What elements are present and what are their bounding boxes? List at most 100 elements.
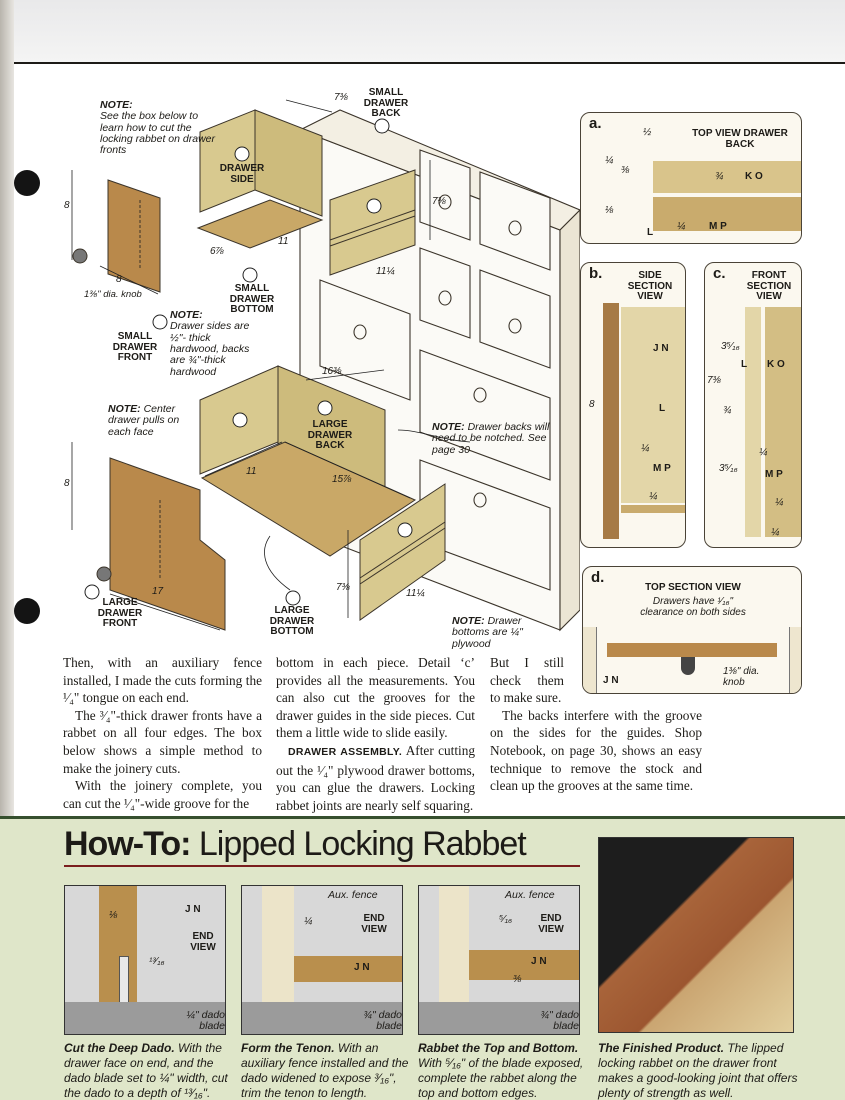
small-drawer-front-label: SMALL DRAWER FRONT	[112, 331, 158, 363]
dado-blade-label: ¾" dado blade	[363, 1009, 402, 1033]
callout-label: L	[647, 227, 654, 238]
dimension: ¼	[775, 497, 784, 508]
how-to-heading: Lipped Locking Rabbet	[190, 825, 527, 863]
dimension: 17	[152, 586, 164, 597]
clearance-note: Drawers have ¹⁄₁₆" clearance on both sid…	[640, 596, 746, 618]
detail-title: FRONT SECTION VIEW	[746, 270, 792, 302]
dimension: ¹³⁄₁₆	[149, 956, 165, 967]
dimension: ¼	[641, 443, 650, 454]
paragraph-text: After cutting out the ¹⁄₄" plywood drawe…	[276, 742, 476, 813]
knob-label: 1⅜" dia. knob	[723, 666, 760, 688]
note-text: Drawer bottoms are ¼" plywood	[452, 615, 523, 650]
note-text: See the box below to learn how to cut th…	[100, 110, 215, 157]
note-text: Center drawer pulls on each face	[108, 403, 180, 438]
callout-label: J N	[653, 343, 669, 354]
drawer-side-label: DRAWER SIDE	[219, 163, 265, 185]
title-rule	[64, 865, 580, 867]
knob-shape	[681, 657, 695, 675]
dimension: ⅜	[621, 165, 630, 176]
small-drawer-back-label: SMALL DRAWER BACK	[363, 87, 409, 119]
step-3-caption: Rabbet the Top and Bottom. With ⁵⁄₁₆" of…	[418, 1041, 588, 1100]
how-to-prefix: How-To:	[64, 825, 191, 863]
callout-label: J N	[531, 956, 547, 967]
note-text: Drawer sides are ½"- thick hardwood, bac…	[170, 320, 250, 378]
callout-label: J N	[185, 904, 201, 915]
dado-blade-label: ¼" dado blade	[186, 1009, 225, 1033]
aux-fence-label: Aux. fence	[505, 889, 555, 901]
note-head: NOTE:	[170, 309, 203, 321]
sides-note: NOTE:Drawer sides are ½"- thick hardwood…	[170, 309, 250, 378]
step-1-illustration: ⅛ END VIEW ¹³⁄₁₆ ¼" dado blade J N	[64, 885, 226, 1035]
paragraph: The ³⁄₄"-thick drawer fronts have a rabb…	[63, 707, 262, 776]
dimension: 3⁵⁄₁₆	[719, 463, 738, 474]
how-to-title: How-To: Lipped Locking Rabbet	[64, 825, 527, 864]
dimension: ¼	[304, 916, 313, 927]
backs-note: NOTE: Drawer backs will need to be notch…	[432, 421, 562, 456]
drawer-side-section	[621, 307, 685, 503]
aux-fence-label: Aux. fence	[328, 889, 378, 901]
knob-label: 1⅜" dia. knob	[84, 289, 142, 300]
detail-c-front-section: c. FRONT SECTION VIEW 3⁵⁄₁₆ 7⅜ ¾ ¼ 3⁵⁄₁₆…	[704, 262, 802, 548]
callout-label: M P	[709, 221, 727, 232]
callout-label: J N	[354, 962, 370, 973]
note-head: NOTE:	[452, 615, 485, 627]
dimension: ¾	[715, 171, 724, 182]
note-head: NOTE:	[100, 99, 133, 111]
note-head: NOTE:	[432, 421, 465, 433]
dimension: ¼	[759, 447, 768, 458]
scan-top-edge	[0, 0, 845, 64]
step-head: Cut the Deep Dado.	[64, 1041, 175, 1055]
step-head: Form the Tenon.	[241, 1041, 335, 1055]
callout-label: J N	[603, 675, 619, 686]
dimension: 7⅜	[336, 582, 350, 593]
text-column-3: But I still check them to make sure. The…	[490, 654, 702, 795]
detail-letter: a.	[589, 115, 602, 132]
large-drawer-front-label: LARGE DRAWER FRONT	[97, 597, 143, 629]
dimension: 15⅞	[332, 474, 352, 485]
callout-label: M P	[765, 469, 783, 480]
paragraph: bottom in each piece. Detail ‘c’ provide…	[276, 655, 475, 741]
detail-a-top-view: a. TOP VIEW DRAWER BACK ½ ¼ ⅜ ⅛ ¼ ¾ K O …	[580, 112, 802, 244]
detail-title: TOP SECTION VIEW	[645, 582, 741, 593]
dimension: 8	[116, 274, 122, 285]
small-drawer-bottom-label: SMALL DRAWER BOTTOM	[229, 283, 275, 315]
step-2-caption: Form the Tenon. With an auxiliary fence …	[241, 1041, 411, 1100]
dimension: 7⅜	[432, 196, 446, 207]
detail-letter: b.	[589, 265, 603, 282]
step-head: The Finished Product.	[598, 1041, 725, 1055]
paragraph: But I still check them to make sure.	[490, 655, 564, 706]
callout-label: K O	[767, 359, 785, 370]
drawer-back-section	[765, 307, 801, 537]
step-text: With an auxiliary fence installed and th…	[241, 1041, 409, 1100]
box-note: NOTE:See the box below to learn how to c…	[100, 99, 220, 157]
paragraph: With the joinery complete, you can cut t…	[63, 778, 262, 811]
callout-label: M P	[653, 463, 671, 474]
bottoms-note: NOTE: Drawer bottoms are ¼" plywood	[452, 615, 532, 650]
drawer-side-section	[745, 307, 761, 537]
step-head: Rabbet the Top and Bottom.	[418, 1041, 579, 1055]
end-view-label: END VIEW	[361, 913, 387, 935]
step-2-illustration: Aux. fence ¼ END VIEW J N ¾" dado blade	[241, 885, 403, 1035]
dimension: ¼	[649, 491, 658, 502]
callout-label: L	[659, 403, 666, 414]
callout-label: K O	[745, 171, 763, 182]
dimension: 7⅜	[707, 375, 721, 386]
note-head: NOTE:	[108, 403, 141, 415]
dimension: ½	[643, 127, 652, 138]
callout-label: L	[741, 359, 748, 370]
dimension: 8	[64, 200, 70, 211]
dimension: 16⅜	[322, 366, 342, 377]
dimension: 11	[246, 466, 257, 477]
run-in-head: DRAWER ASSEMBLY.	[288, 745, 403, 758]
dimension: 11¼	[376, 266, 395, 277]
dimension: ⅜	[513, 974, 522, 985]
large-drawer-back-label: LARGE DRAWER BACK	[307, 419, 353, 451]
detail-d-top-section: d. TOP SECTION VIEW Drawers have ¹⁄₁₆" c…	[582, 566, 802, 694]
detail-letter: c.	[713, 265, 726, 282]
how-to-sidebar: How-To: Lipped Locking Rabbet ⅛ END VIEW…	[0, 816, 845, 1100]
paragraph: Then, with an auxiliary fence installed,…	[63, 655, 262, 706]
drawer-side-section	[653, 197, 801, 231]
dimension: ¼	[605, 155, 614, 166]
step-3-illustration: Aux. fence ⁵⁄₁₆ END VIEW ⅜ J N ¾" dado b…	[418, 885, 580, 1035]
detail-title: TOP VIEW DRAWER BACK	[692, 128, 788, 150]
